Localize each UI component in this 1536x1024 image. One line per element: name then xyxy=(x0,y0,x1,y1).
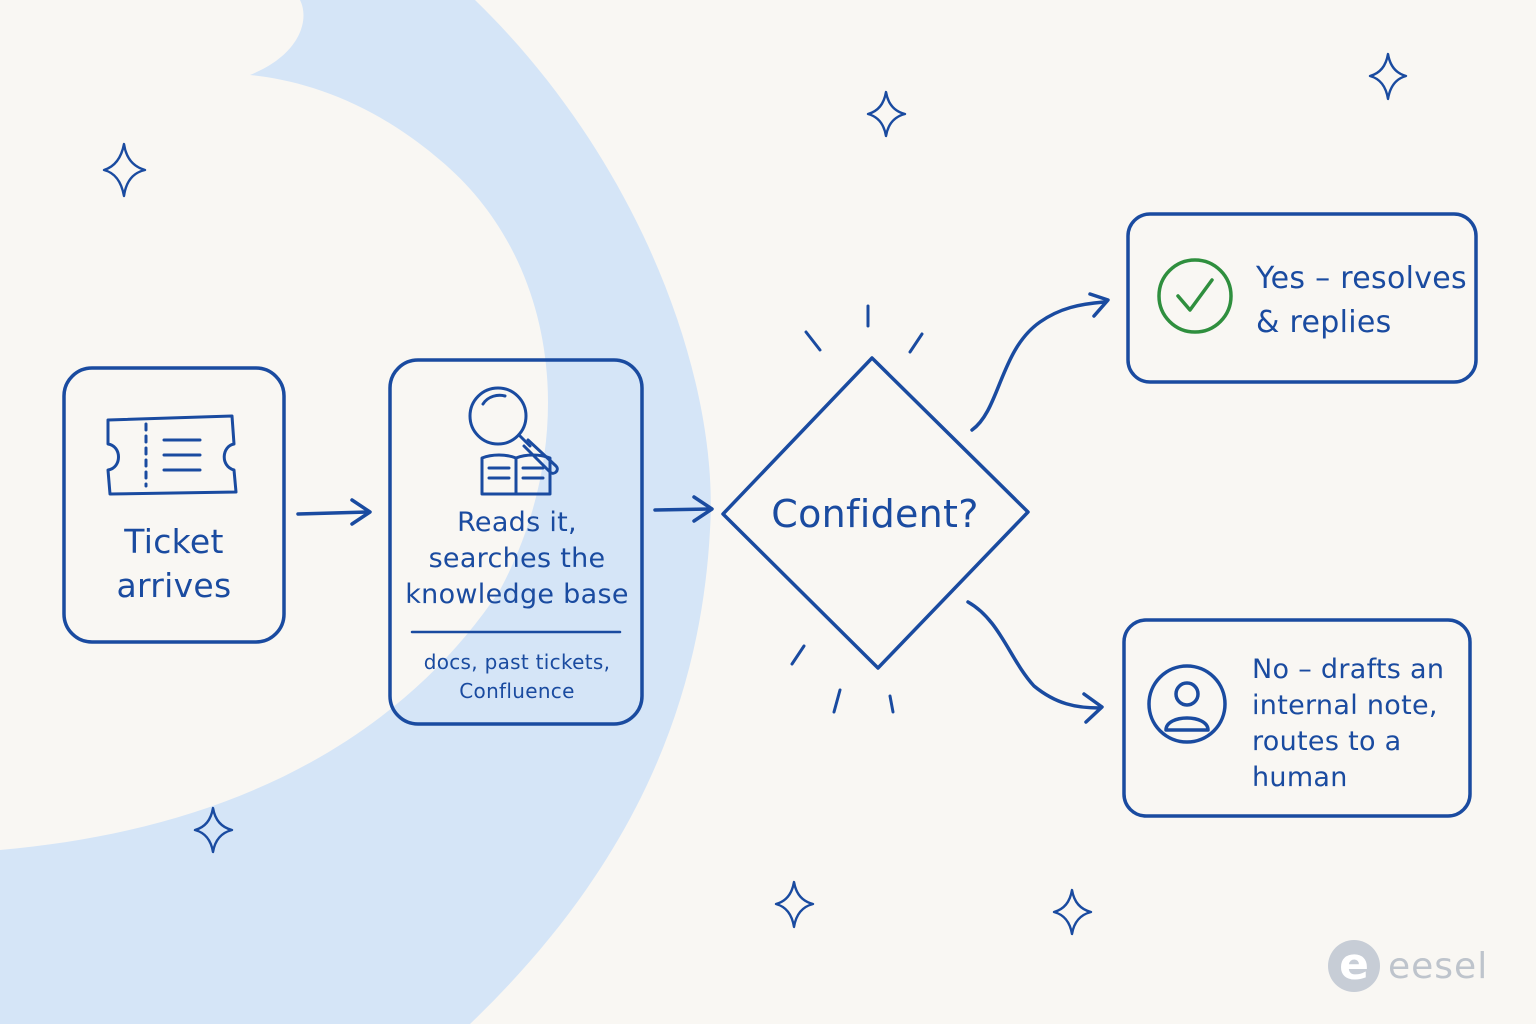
arrow-search-to-decision xyxy=(653,495,714,523)
check-circle-icon xyxy=(1157,258,1233,334)
brand-mark: e xyxy=(1328,940,1380,992)
decision-label: Confident? xyxy=(771,492,979,536)
search-sources-line: docs, past tickets, xyxy=(423,650,611,674)
ticket-label-line: arrives xyxy=(116,566,232,605)
emphasis-mark xyxy=(832,688,842,714)
search-node-box xyxy=(388,358,644,726)
yes-label-line: & replies xyxy=(1256,305,1392,340)
yes-node-box xyxy=(1126,212,1478,384)
emphasis-mark xyxy=(804,330,822,352)
magnifier-book-icon xyxy=(468,386,559,496)
person-icon xyxy=(1147,664,1227,744)
arrow-decision-to-no xyxy=(966,600,1104,724)
no-label-line: routes to a xyxy=(1252,726,1402,757)
emphasis-mark xyxy=(790,644,806,666)
ticket-node-box xyxy=(62,366,286,644)
brand-logo: e eesel xyxy=(1328,936,1488,996)
search-label-line: Reads it, xyxy=(457,507,577,538)
ticket-icon xyxy=(106,414,238,496)
no-label-line: internal note, xyxy=(1252,690,1438,721)
emphasis-mark xyxy=(888,694,895,714)
arrow-ticket-to-search xyxy=(296,498,372,526)
ticket-node-label: Ticket arrives xyxy=(64,520,284,608)
emphasis-mark xyxy=(908,332,924,354)
no-node-box xyxy=(1122,618,1472,818)
yes-node-label: Yes – resolves & replies xyxy=(1256,257,1471,345)
no-label-line: No – drafts an xyxy=(1252,654,1445,685)
brand-name: eesel xyxy=(1388,945,1489,987)
yes-label-line: Yes – resolves xyxy=(1256,261,1467,296)
sparkle-icon xyxy=(866,90,907,138)
arrow-decision-to-yes xyxy=(970,292,1110,432)
search-node-label: Reads it, searches the knowledge base xyxy=(392,505,642,613)
sparkle-icon xyxy=(193,806,234,854)
sparkle-icon xyxy=(774,880,815,929)
search-sources-line: Confluence xyxy=(459,679,575,703)
no-node-label: No – drafts an internal note, routes to … xyxy=(1252,652,1467,796)
sparkle-icon xyxy=(1368,52,1408,101)
search-node-sources: docs, past tickets, Confluence xyxy=(392,648,642,706)
search-label-line: knowledge base xyxy=(405,579,629,610)
search-label-line: searches the xyxy=(428,543,606,574)
sparkle-icon xyxy=(102,142,147,198)
no-label-line: human xyxy=(1252,762,1348,793)
sparkle-icon xyxy=(1052,888,1093,936)
background-band xyxy=(0,0,711,1024)
decision-diamond xyxy=(721,356,1030,670)
ticket-label-line: Ticket xyxy=(124,522,224,561)
